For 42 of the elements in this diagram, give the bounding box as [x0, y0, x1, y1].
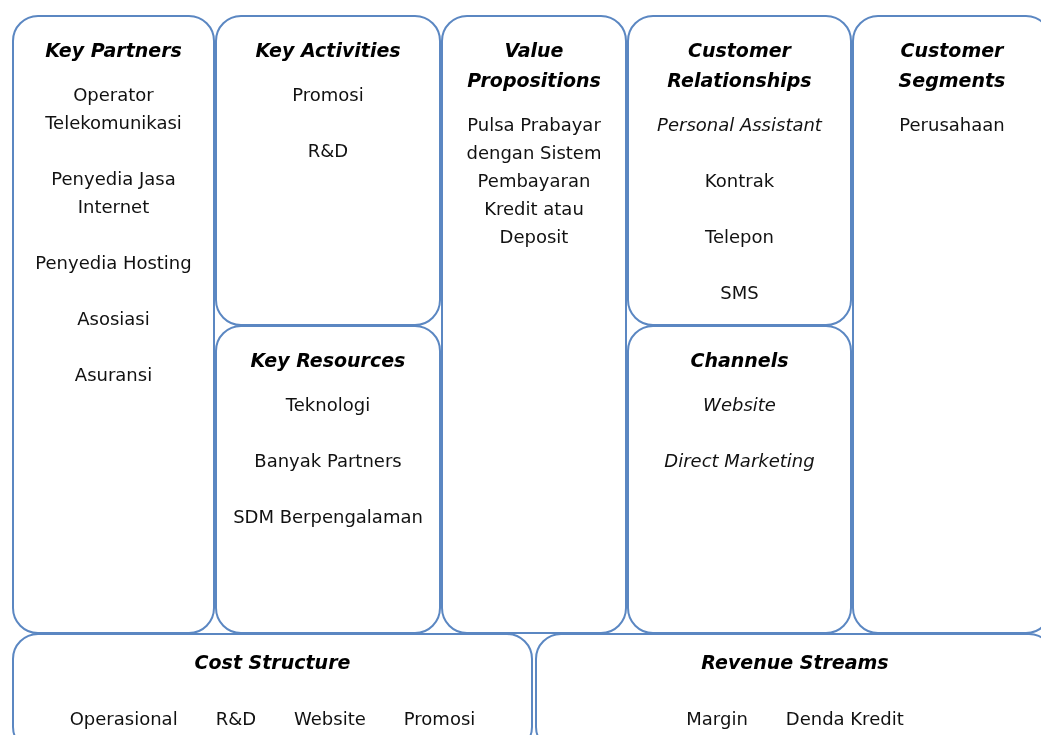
canvas-panel	[215, 325, 441, 634]
panel-item: Asosiasi	[77, 307, 150, 331]
canvas-panel	[535, 633, 1041, 735]
panel-item: Promosi	[403, 707, 476, 731]
canvas-panel	[627, 15, 852, 326]
panel-item: Perusahaan	[899, 113, 1005, 137]
canvas-panel	[12, 15, 215, 634]
panel-title: Channels	[690, 348, 789, 373]
panel-item: Penyedia Hosting	[35, 251, 192, 275]
canvas-panel	[441, 15, 627, 634]
panel-item: Operator Telekomunikasi	[44, 83, 183, 135]
panel-item: Teknologi	[285, 393, 371, 417]
panel-title: Cost Structure	[194, 650, 351, 675]
panel-title: Revenue Streams	[701, 650, 889, 675]
panel-item: Website	[703, 393, 776, 417]
panel-item: Penyedia Jasa Internet	[50, 167, 177, 219]
canvas-panel	[12, 633, 533, 735]
panel-item: Denda Kredit	[785, 707, 904, 731]
panel-item: Direct Marketing	[664, 449, 815, 473]
panel-item: R&D	[215, 707, 257, 731]
panel-item: R&D	[307, 139, 349, 163]
panel-item: Asuransi	[74, 363, 153, 387]
canvas-panel	[215, 15, 441, 326]
panel-item: SDM Berpengalaman	[233, 505, 423, 529]
panel-item: Pulsa Prabayar dengan Sistem Pembayaran Kredit atau Deposit	[465, 113, 603, 249]
panel-title: Key Partners	[45, 38, 182, 63]
canvas-panel	[852, 15, 1041, 634]
panel-title: Customer Relationships	[666, 38, 813, 93]
panel-title: Customer Segments	[897, 38, 1007, 93]
panel-item: SMS	[720, 281, 759, 305]
panel-item: Promosi	[292, 83, 364, 107]
panel-item: Operasional	[69, 707, 178, 731]
panel-item: Kontrak	[704, 169, 775, 193]
panel-title: Key Activities	[255, 38, 401, 63]
panel-title: Key Resources	[250, 348, 406, 373]
panel-item: Margin	[686, 707, 748, 731]
panel-title: Value Propositions	[466, 38, 602, 93]
panel-item: Website	[294, 707, 366, 731]
canvas-panel	[627, 325, 852, 634]
panel-item: Personal Assistant	[657, 113, 822, 137]
panel-item: Banyak Partners	[254, 449, 402, 473]
panel-item: Telepon	[705, 225, 774, 249]
